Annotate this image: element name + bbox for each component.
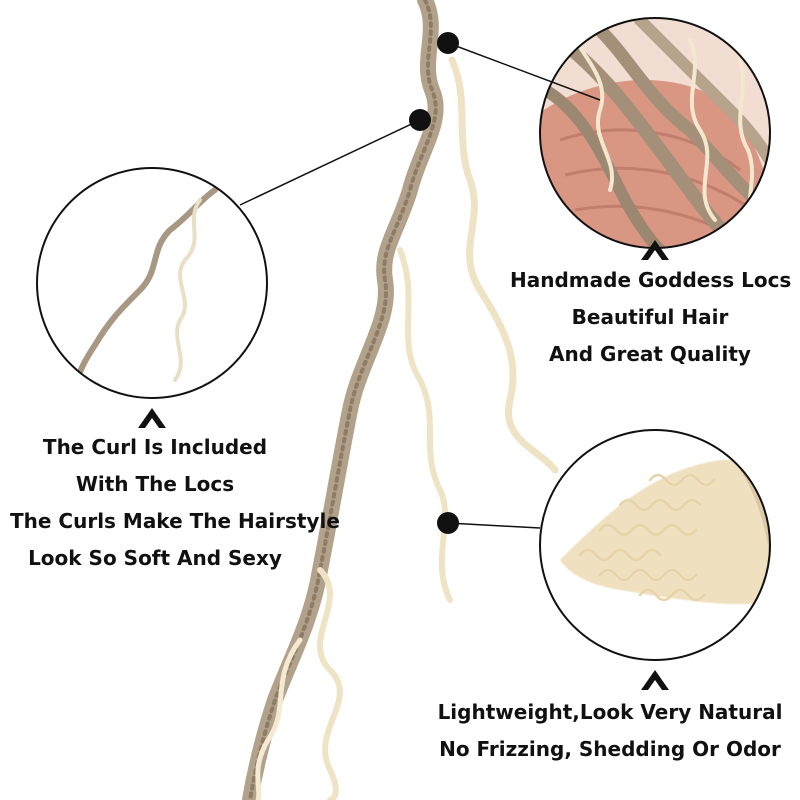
callout-dot-mid (409, 109, 431, 131)
caption-line: Look So Soft And Sexy (28, 546, 282, 570)
closeup-hand-circle (539, 17, 771, 249)
caption-line: And Great Quality (549, 342, 751, 366)
caption-line: No Frizzing, Shedding Or Odor (439, 737, 781, 761)
main-loc-strands (242, 0, 559, 800)
caption-line: Beautiful Hair (571, 305, 729, 329)
blonde-curl-tail-2 (255, 637, 303, 800)
triangle-marker-left-icon (138, 408, 166, 428)
caption-curl-included: The Curl Is Included With The Locs The C… (10, 429, 340, 577)
blonde-wavy-strand-right (448, 56, 559, 474)
closeup-curly-bundle-circle (539, 429, 771, 661)
caption-line: The Curl Is Included (42, 435, 268, 459)
caption-line: With The Locs (75, 472, 235, 496)
caption-handmade-quality: Handmade Goddess Locs Beautiful Hair And… (510, 262, 792, 373)
callout-lines (239, 42, 601, 529)
ash-loc-texture (248, 0, 438, 800)
blonde-curl-tail (317, 567, 343, 800)
caption-line: Lightweight,Look Very Natural (437, 700, 783, 724)
triangle-marker-bottom-icon (641, 670, 669, 690)
caption-line: Handmade Goddess Locs (510, 268, 792, 292)
triangle-marker-top-icon (641, 240, 669, 260)
caption-lightweight-natural: Lightweight,Look Very Natural No Frizzin… (430, 694, 790, 768)
callout-dot-bottom (437, 512, 459, 534)
callout-dot-top (437, 32, 459, 54)
ash-loc-main (242, 0, 444, 800)
blonde-wavy-strand-mid (397, 247, 453, 603)
closeup-curl-circle (36, 167, 268, 399)
caption-line: The Curls Make The Hairstyle (10, 509, 340, 533)
